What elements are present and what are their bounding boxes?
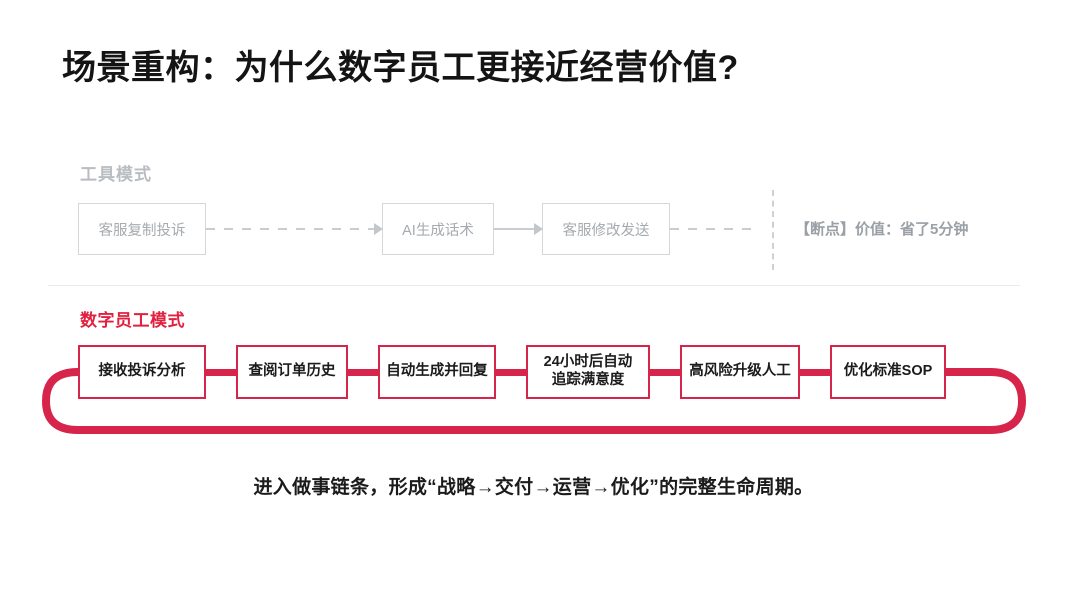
tool-mode-flow: 客服复制投诉 AI生成话术 客服修改发送 xyxy=(78,202,760,256)
digital-step-line-2: 追踪满意度 xyxy=(551,372,625,388)
tool-step-box-1: 客服复制投诉 xyxy=(78,203,206,255)
digital-step-line-1: 高风险升级人工 xyxy=(689,363,791,380)
digital-step-line-1: 24小时后自动 xyxy=(543,354,633,371)
dashed-connector-3 xyxy=(670,228,760,230)
break-point-value-text: 【断点】价值：省了5分钟 xyxy=(795,221,969,238)
slide-caption: 进入做事链条，形成“战略→交付→运营→优化”的完整生命周期。 xyxy=(253,477,814,498)
red-connector-4 xyxy=(650,368,680,376)
digital-step-line-1: 接收投诉分析 xyxy=(98,363,186,380)
section-divider xyxy=(48,285,1020,286)
digital-step-box-3: 自动生成并回复 xyxy=(378,345,496,399)
digital-mode-flow: 接收投诉分析 查阅订单历史 自动生成并回复 24小时后自动 追踪满意度 高风险升… xyxy=(78,344,946,400)
tool-step-box-3: 客服修改发送 xyxy=(542,203,670,255)
digital-step-box-5: 高风险升级人工 xyxy=(680,345,800,399)
digital-step-box-2: 查阅订单历史 xyxy=(236,345,348,399)
digital-step-box-6: 优化标准SOP xyxy=(830,345,946,399)
dashed-arrow-connector-1 xyxy=(206,223,383,235)
red-connector-2 xyxy=(348,368,378,376)
tool-mode-section: 工具模式 客服复制投诉 AI生成话术 客服修改发送 【断点】价值：省了5分钟 xyxy=(0,150,1067,275)
red-connector-5 xyxy=(800,368,830,376)
tool-mode-label: 工具模式 xyxy=(80,165,152,184)
red-connector-3 xyxy=(496,368,526,376)
digital-mode-section: 数字员工模式 接收投诉分析 查阅订单历史 自动生成并回复 24小时后自动 追踪满… xyxy=(0,300,1067,440)
digital-step-line-1: 优化标准SOP xyxy=(843,363,933,380)
tool-step-box-2: AI生成话术 xyxy=(382,203,494,255)
arrow-head-icon xyxy=(534,223,543,235)
digital-step-box-4: 24小时后自动 追踪满意度 xyxy=(526,345,650,399)
arrow-head-icon xyxy=(374,223,383,235)
solid-arrow-connector-2 xyxy=(494,223,543,235)
digital-step-box-1: 接收投诉分析 xyxy=(78,345,206,399)
digital-step-line-1: 查阅订单历史 xyxy=(248,363,336,380)
digital-step-line-1: 自动生成并回复 xyxy=(386,363,488,380)
red-connector-1 xyxy=(206,368,236,376)
page-title: 场景重构：为什么数字员工更接近经营价值? xyxy=(62,49,739,87)
break-divider-line xyxy=(772,190,774,270)
digital-mode-label: 数字员工模式 xyxy=(80,311,185,330)
